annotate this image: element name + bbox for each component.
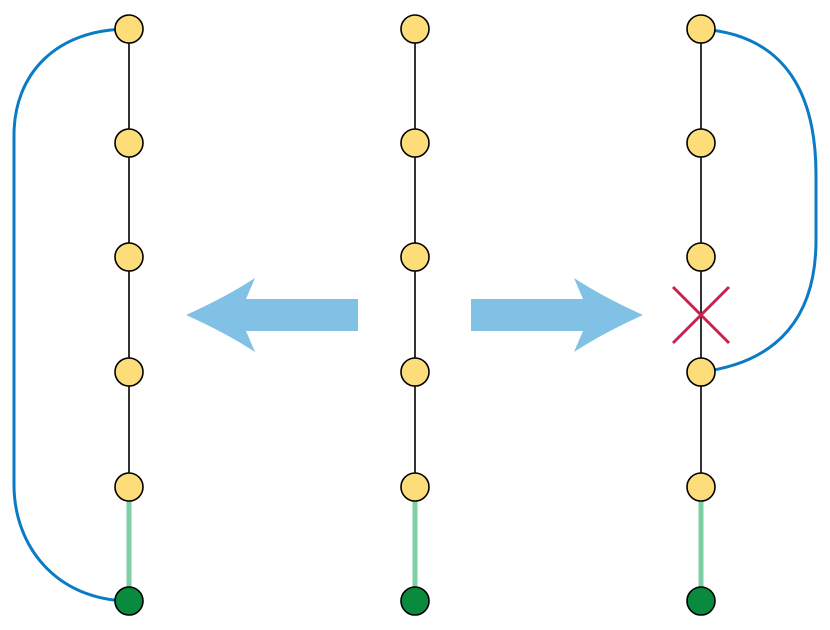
arrow-right-icon <box>471 278 643 352</box>
middle-node-2 <box>400 128 430 158</box>
arrow-left-icon <box>186 278 358 352</box>
right-node-3 <box>686 242 716 272</box>
middle-node-3 <box>400 242 430 272</box>
right-node-1 <box>686 14 716 44</box>
middle-node-1 <box>400 14 430 44</box>
left-node-5 <box>114 472 144 502</box>
middle-node-5 <box>400 472 430 502</box>
left-node-4 <box>114 357 144 387</box>
middle-chain <box>400 14 430 616</box>
left-node-2 <box>114 128 144 158</box>
right-node-4 <box>686 357 716 387</box>
right-chain <box>671 14 818 616</box>
left-root-node <box>114 586 144 616</box>
right-node-5 <box>686 472 716 502</box>
right-root-node <box>686 586 716 616</box>
left-loop-edge <box>12 27 131 603</box>
left-chain <box>12 14 144 616</box>
removed-link-cross-icon <box>671 285 731 345</box>
middle-root-node <box>400 586 430 616</box>
middle-node-4 <box>400 357 430 387</box>
right-node-2 <box>686 128 716 158</box>
left-node-3 <box>114 242 144 272</box>
left-node-1 <box>114 14 144 44</box>
right-loop-edge <box>699 27 818 374</box>
